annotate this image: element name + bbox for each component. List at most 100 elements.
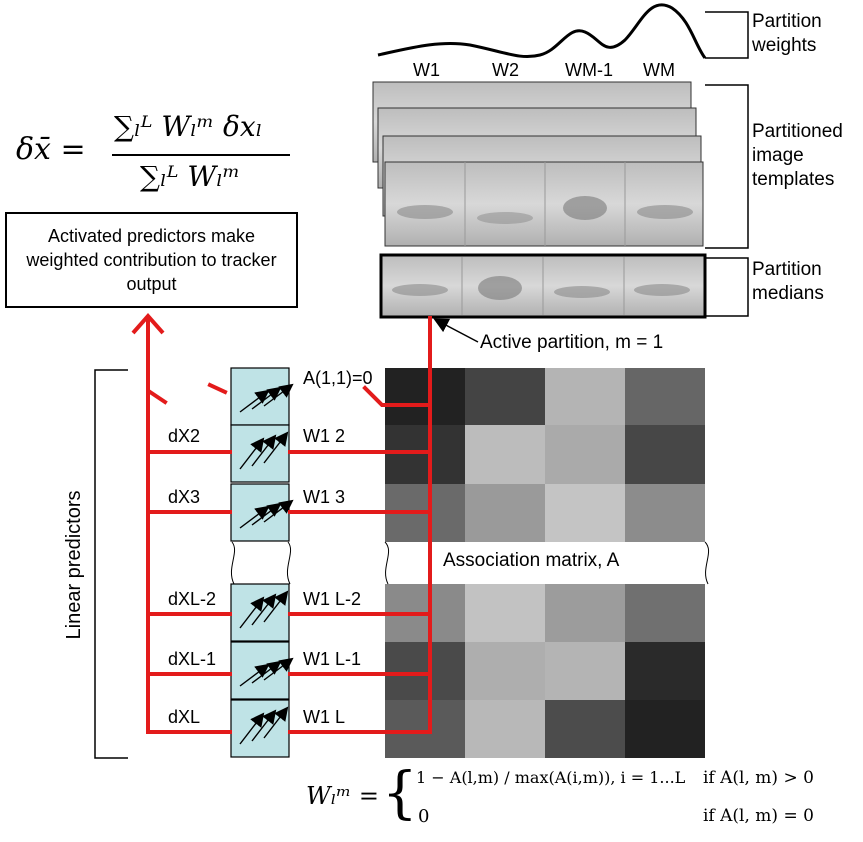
matrix-gap — [380, 542, 710, 584]
top-equation-lhs: δx̄ = — [16, 132, 86, 167]
active-partition-label: Active partition, m = 1 — [480, 332, 664, 353]
top-equation-fraction-bar — [112, 154, 290, 156]
matrix-cell — [625, 425, 705, 484]
bottom-equation: Wₗᵐ = { 1 − A(l,m) / max(A(i,m)), i = 1.… — [306, 762, 856, 838]
predictor-box — [230, 699, 290, 758]
association-matrix-label: Association matrix, A — [443, 550, 620, 571]
matrix-cell — [465, 700, 545, 758]
bottom-equation-case2-expr: 0 — [418, 806, 430, 827]
dx-label-3: dX3 — [168, 487, 201, 507]
partition-weights-curve — [377, 3, 707, 59]
matrix-cell — [545, 484, 625, 542]
partition-label-w1: W1 — [413, 60, 440, 80]
top-equation-denominator: ∑ₗᴸ Wₗᵐ — [140, 160, 241, 193]
partition-weights-line2: weights — [752, 35, 817, 56]
matrix-cell — [625, 642, 705, 700]
top-equation-numerator: ∑ₗᴸ Wₗᵐ δxₗ — [114, 110, 263, 143]
predictor-arrow — [239, 389, 270, 413]
predictor-arrow — [263, 499, 294, 523]
partition-weights-label: Partition weights — [752, 10, 822, 58]
linear-predictors-bracket — [94, 369, 128, 759]
bottom-equation-brace: { — [382, 761, 418, 826]
matrix-cell — [545, 584, 625, 642]
predictor-arrow — [263, 706, 289, 739]
partition-medians-label: Partition medians — [752, 258, 824, 306]
matrix-gap-wave-left — [384, 541, 390, 585]
predictor-gap-wave-left — [230, 541, 236, 585]
partition-weights-line1: Partition — [752, 11, 822, 32]
linear-predictors-label: Linear predictors — [63, 485, 87, 645]
matrix-cell — [385, 700, 465, 758]
dx-label-l-1: dXL-1 — [168, 649, 217, 669]
predictor-arrow — [263, 657, 294, 681]
partition-medians-line2: medians — [752, 283, 824, 304]
w-label-l-2: W1 L-2 — [303, 589, 362, 609]
a11-label: A(1,1)=0 — [303, 368, 373, 388]
red-wiring — [131, 312, 432, 734]
matrix-cell — [625, 584, 705, 642]
bottom-equation-case1-expr: 1 − A(l,m) / max(A(i,m)), i = 1...L — [416, 768, 686, 787]
dx-label-l-2: dXL-2 — [168, 589, 217, 609]
top-equation: δx̄ = ∑ₗᴸ Wₗᵐ δxₗ ∑ₗᴸ Wₗᵐ — [8, 108, 298, 208]
matrix-cell — [465, 484, 545, 542]
w-label-l-1: W1 L-1 — [303, 649, 362, 669]
w-label-3: W1 3 — [303, 487, 346, 507]
partitioned-templates-line2: image — [752, 145, 804, 166]
bottom-equation-case2-cond: if A(l, m) = 0 — [703, 806, 814, 826]
predictor-box — [230, 424, 290, 483]
predictor-arrow — [251, 660, 282, 684]
bottom-equation-lhs: Wₗᵐ = — [306, 782, 379, 810]
output-description-box: Activated predictors make weighted contr… — [5, 212, 298, 308]
predictor-arrow — [263, 590, 289, 623]
matrix-cell — [465, 368, 545, 425]
output-description-text: Activated predictors make weighted contr… — [26, 226, 277, 294]
partitioned-templates-line1: Partitioned — [752, 121, 843, 142]
predictor-arrow — [251, 502, 282, 526]
predictor-arrow — [239, 663, 270, 687]
partition-medians-strip — [379, 253, 707, 319]
predictor-arrow — [263, 431, 289, 464]
matrix-cell — [385, 425, 465, 484]
bottom-equation-case1-cond: if A(l, m) > 0 — [703, 768, 814, 788]
predictor-arrow — [239, 596, 265, 629]
partition-label-w2: W2 — [492, 60, 519, 80]
dx-label-l: dXL — [168, 707, 201, 727]
partition-label-wm-1: WM-1 — [565, 60, 613, 80]
matrix-cell — [625, 484, 705, 542]
matrix-cell — [545, 425, 625, 484]
w-label-l: W1 L — [303, 707, 346, 727]
matrix-cell — [385, 642, 465, 700]
partitioned-templates-label: Partitioned image templates — [752, 120, 843, 192]
matrix-cell — [625, 368, 705, 425]
partition-medians-line1: Partition — [752, 259, 822, 280]
linear-predictors-text: Linear predictors — [63, 490, 85, 640]
association-matrix — [385, 368, 705, 758]
matrix-cell — [545, 700, 625, 758]
partitioned-templates-stack — [372, 81, 704, 247]
matrix-gap-wave-right — [704, 541, 710, 585]
w-label-2: W1 2 — [303, 426, 346, 446]
side-brackets — [705, 11, 749, 317]
partition-label-wm: WM — [643, 60, 675, 80]
predictor-arrow — [251, 386, 282, 410]
predictor-arrow — [239, 505, 270, 529]
matrix-cell — [465, 425, 545, 484]
predictor-arrow — [239, 712, 265, 745]
predictor-arrow — [251, 593, 277, 626]
predictor-gap-wave-right — [286, 541, 292, 585]
matrix-cell — [385, 368, 465, 425]
predictor-column — [230, 367, 294, 758]
predictor-arrow — [239, 437, 265, 470]
predictor-arrow — [251, 434, 277, 467]
predictor-arrow — [263, 383, 294, 407]
matrix-cell — [625, 700, 705, 758]
predictor-arrow — [251, 709, 277, 742]
matrix-cell — [465, 584, 545, 642]
dx-label-2: dX2 — [168, 426, 201, 446]
matrix-cell — [545, 368, 625, 425]
matrix-cell — [545, 642, 625, 700]
active-partition-arrow — [433, 318, 479, 343]
matrix-cell — [465, 642, 545, 700]
partitioned-templates-line3: templates — [752, 169, 835, 190]
